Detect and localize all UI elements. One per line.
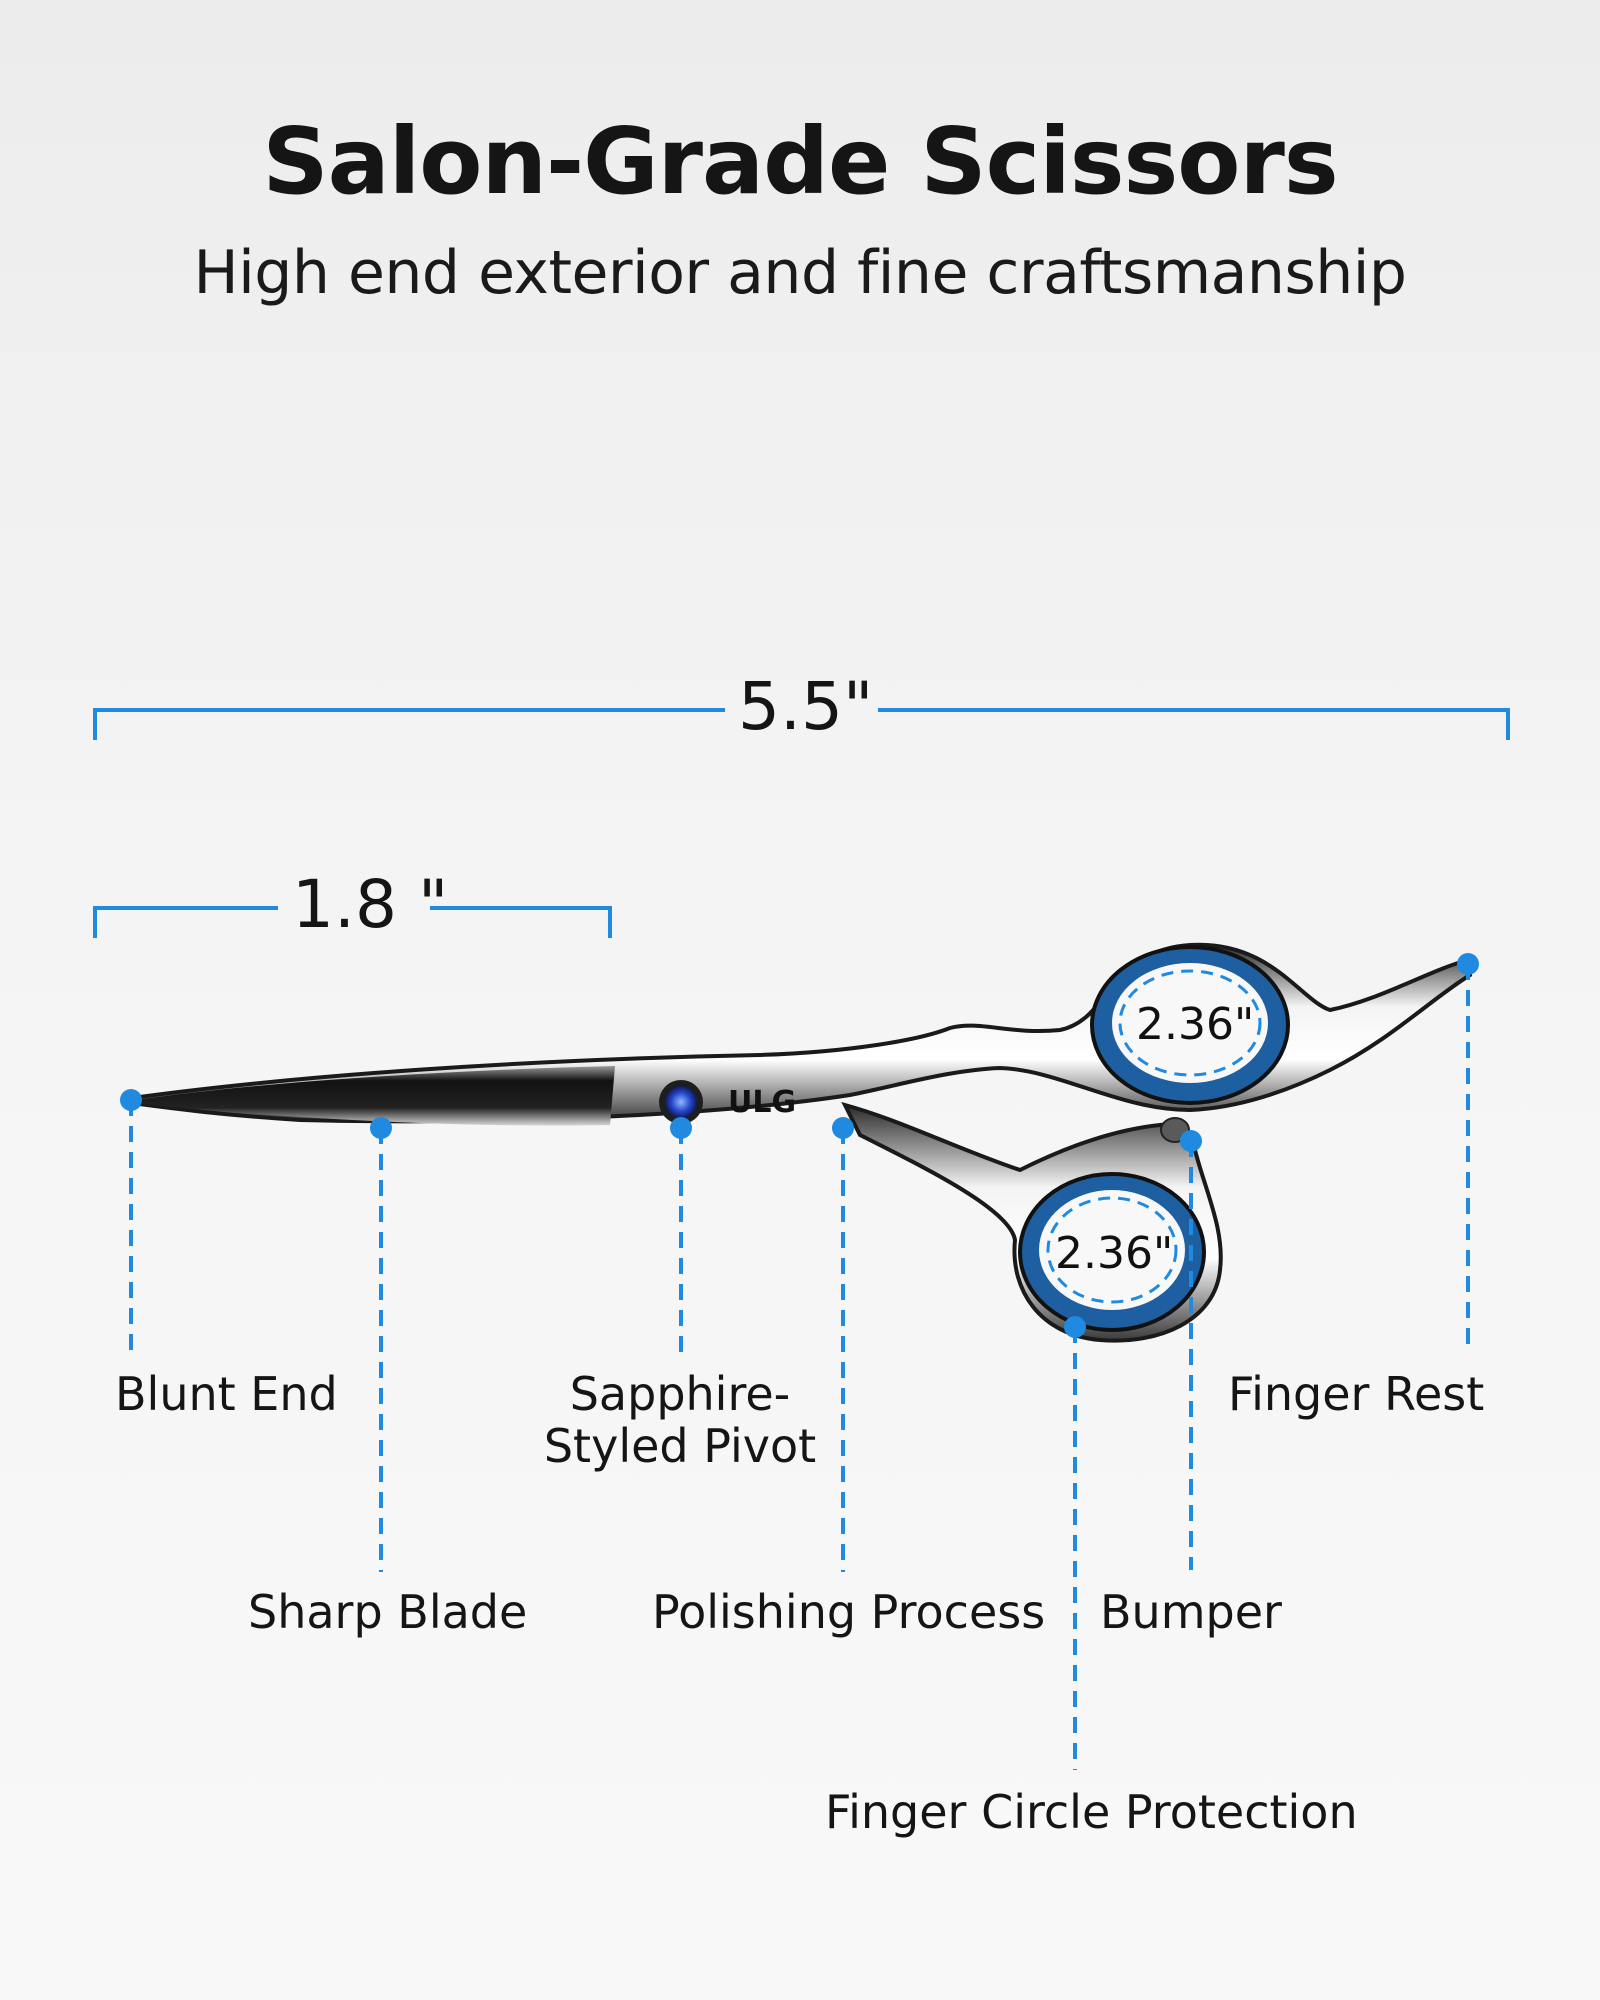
page-title: Salon-Grade Scissors <box>262 108 1338 215</box>
dot-blunt-end <box>120 1089 142 1111</box>
page-subtitle: High end exterior and fine craftsmanship <box>193 238 1408 308</box>
label-finger-rest: Finger Rest <box>1228 1367 1485 1421</box>
dot-sapphire-pivot <box>670 1117 692 1139</box>
label-sapphire-pivot-line2: Styled Pivot <box>543 1419 817 1473</box>
label-finger-circle-protection: Finger Circle Protection <box>825 1785 1358 1839</box>
lower-ring-diameter: 2.36" <box>1055 1228 1174 1279</box>
scissors-icon <box>130 942 1473 1343</box>
leader-lines <box>129 964 1470 1770</box>
dot-bumper <box>1180 1130 1202 1152</box>
upper-ring-diameter: 2.36" <box>1136 999 1255 1050</box>
callout-dots <box>120 953 1479 1338</box>
label-bumper: Bumper <box>1100 1585 1282 1639</box>
brand-logo: ULG <box>728 1085 796 1120</box>
dot-finger-rest <box>1457 953 1479 975</box>
dot-polishing-process <box>832 1117 854 1139</box>
blade-length-label: 1.8 " <box>292 866 449 943</box>
label-sapphire-pivot: Sapphire- Styled Pivot <box>530 1368 830 1472</box>
overall-length-bracket <box>93 708 1510 740</box>
label-polishing-process: Polishing Process <box>652 1585 1046 1639</box>
overall-length-label: 5.5" <box>738 668 874 745</box>
label-blunt-end: Blunt End <box>115 1367 338 1421</box>
blade-length-bracket <box>93 906 612 938</box>
dot-sharp-blade <box>370 1117 392 1139</box>
label-sharp-blade: Sharp Blade <box>248 1585 528 1639</box>
label-sapphire-pivot-line1: Sapphire- <box>569 1367 791 1421</box>
dot-finger-circle-protection <box>1064 1316 1086 1338</box>
